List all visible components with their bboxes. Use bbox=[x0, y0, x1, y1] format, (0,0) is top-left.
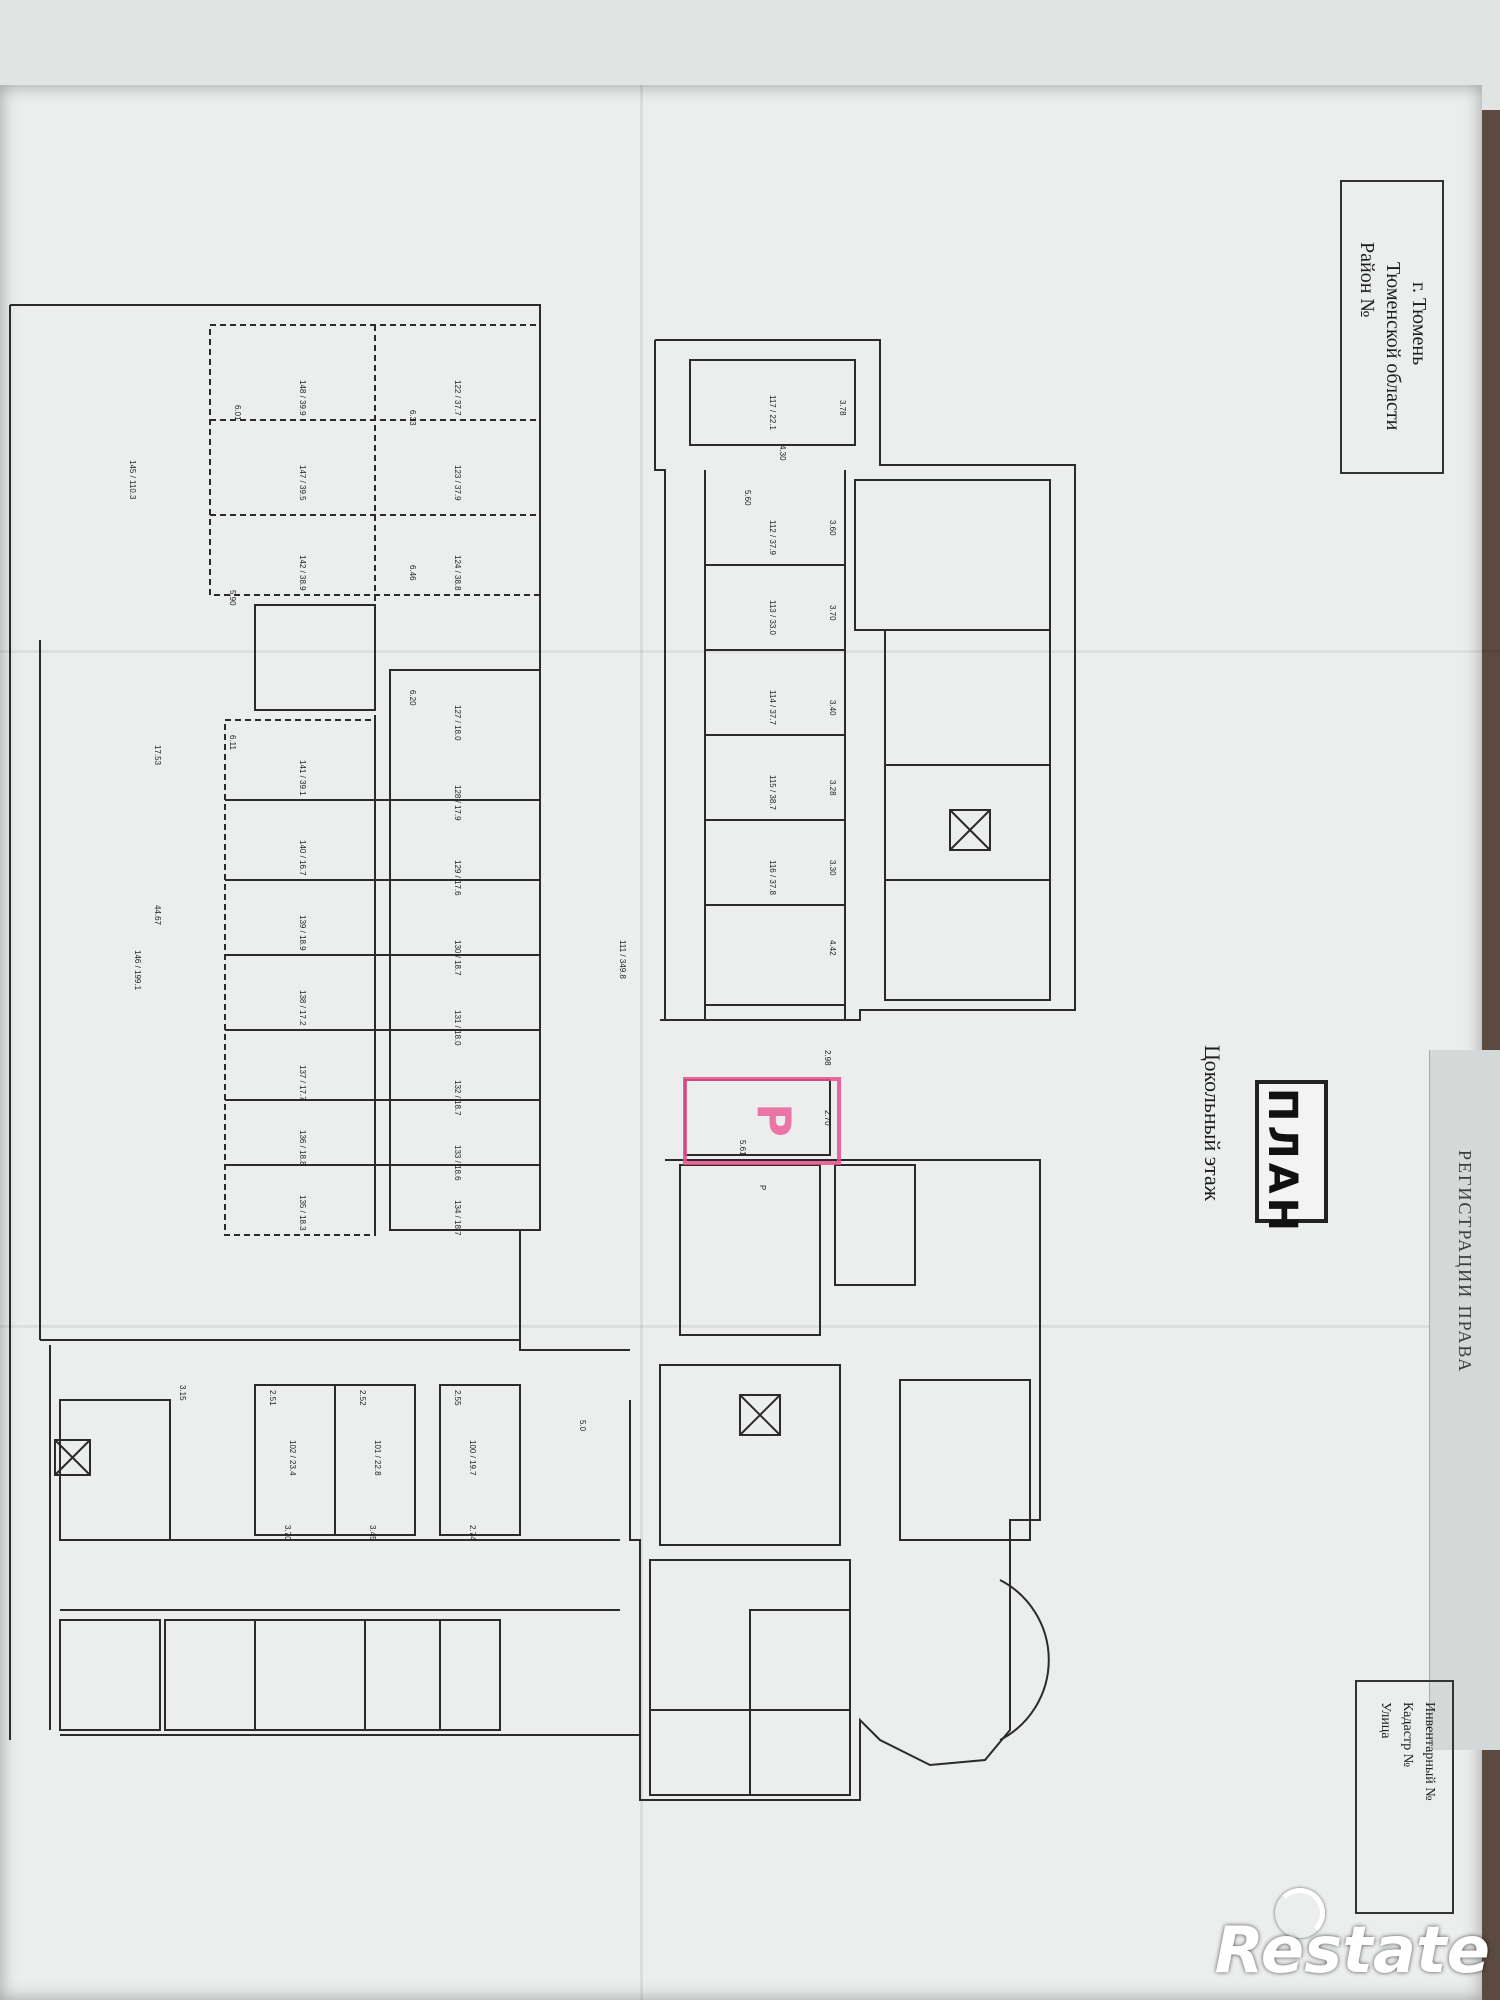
floor-label: Цокольный этаж bbox=[1200, 1045, 1225, 1202]
svg-text:141 / 39.1: 141 / 39.1 bbox=[298, 760, 307, 796]
svg-text:5.90: 5.90 bbox=[228, 590, 237, 606]
svg-text:114 / 37.7: 114 / 37.7 bbox=[768, 690, 777, 726]
svg-text:3.70: 3.70 bbox=[283, 1525, 292, 1541]
svg-text:3.28: 3.28 bbox=[828, 780, 837, 796]
svg-text:6.46: 6.46 bbox=[408, 565, 417, 581]
svg-text:2.98: 2.98 bbox=[823, 1050, 832, 1066]
svg-text:113 / 33.0: 113 / 33.0 bbox=[768, 600, 777, 636]
svg-text:6.01: 6.01 bbox=[233, 405, 242, 421]
svg-text:6.33: 6.33 bbox=[408, 410, 417, 426]
inventory-block: Инвентарный № Кадастр № Улица bbox=[1355, 1680, 1454, 1914]
svg-text:102 / 23.4: 102 / 23.4 bbox=[288, 1440, 297, 1476]
svg-text:17.53: 17.53 bbox=[153, 745, 162, 766]
svg-text:133 / 18.6: 133 / 18.6 bbox=[453, 1145, 462, 1181]
svg-text:138 / 17.2: 138 / 17.2 bbox=[298, 990, 307, 1026]
svg-text:6.20: 6.20 bbox=[408, 690, 417, 706]
svg-text:131 / 18.0: 131 / 18.0 bbox=[453, 1010, 462, 1046]
svg-text:136 / 18.8: 136 / 18.8 bbox=[298, 1130, 307, 1166]
svg-text:Р: Р bbox=[758, 1185, 767, 1190]
district-label: Район № bbox=[1356, 242, 1378, 318]
highlighted-room-marker bbox=[683, 1077, 841, 1165]
svg-text:134 / 18.7: 134 / 18.7 bbox=[453, 1200, 462, 1236]
fold-line bbox=[640, 85, 643, 2000]
svg-text:111 / 349.8: 111 / 349.8 bbox=[618, 940, 627, 979]
svg-text:6.11: 6.11 bbox=[228, 735, 237, 751]
svg-text:112 / 37.9: 112 / 37.9 bbox=[768, 520, 777, 556]
inventory-number-label: Инвентарный № bbox=[1422, 1702, 1437, 1801]
svg-text:130 / 18.7: 130 / 18.7 bbox=[453, 940, 462, 976]
city-label: г. Тюмень bbox=[1408, 282, 1430, 366]
svg-text:5.60: 5.60 bbox=[743, 490, 752, 506]
svg-text:2.74: 2.74 bbox=[468, 1525, 477, 1541]
svg-text:122 / 37.7: 122 / 37.7 bbox=[453, 380, 462, 416]
svg-text:3.60: 3.60 bbox=[828, 520, 837, 536]
restate-watermark: Restate bbox=[1214, 1914, 1490, 1988]
svg-text:3.70: 3.70 bbox=[828, 605, 837, 621]
svg-text:147 / 39.5: 147 / 39.5 bbox=[298, 465, 307, 501]
svg-text:101 / 22.8: 101 / 22.8 bbox=[373, 1440, 382, 1476]
svg-text:148 / 39.9: 148 / 39.9 bbox=[298, 380, 307, 416]
svg-text:132 / 18.7: 132 / 18.7 bbox=[453, 1080, 462, 1116]
svg-text:142 / 38.9: 142 / 38.9 bbox=[298, 555, 307, 591]
svg-text:123 / 37.9: 123 / 37.9 bbox=[453, 465, 462, 501]
svg-text:4.30: 4.30 bbox=[778, 445, 787, 461]
svg-text:137 / 17.7: 137 / 17.7 bbox=[298, 1065, 307, 1101]
region-label: Тюменской области bbox=[1382, 262, 1404, 431]
svg-text:129 / 17.6: 129 / 17.6 bbox=[453, 860, 462, 896]
svg-text:124 / 38.8: 124 / 38.8 bbox=[453, 555, 462, 591]
registration-stamp-paper bbox=[1429, 1050, 1500, 1750]
svg-text:2.70: 2.70 bbox=[823, 1110, 832, 1126]
svg-text:3.30: 3.30 bbox=[828, 860, 837, 876]
title-block: г. Тюмень Тюменской области Район № bbox=[1340, 180, 1444, 474]
svg-text:44.67: 44.67 bbox=[153, 905, 162, 926]
svg-text:3.45: 3.45 bbox=[368, 1525, 377, 1541]
svg-text:3.15: 3.15 bbox=[178, 1385, 187, 1401]
svg-text:5.0: 5.0 bbox=[578, 1420, 587, 1432]
svg-text:2.52: 2.52 bbox=[358, 1390, 367, 1406]
svg-text:127 / 18.0: 127 / 18.0 bbox=[453, 705, 462, 741]
svg-text:5.61: 5.61 bbox=[738, 1140, 747, 1156]
svg-text:2.55: 2.55 bbox=[453, 1390, 462, 1406]
svg-text:128 / 17.9: 128 / 17.9 bbox=[453, 785, 462, 821]
svg-text:100 / 19.7: 100 / 19.7 bbox=[468, 1440, 477, 1476]
plan-sheet bbox=[0, 85, 1482, 2000]
svg-text:135 / 18.3: 135 / 18.3 bbox=[298, 1195, 307, 1231]
plan-title-box bbox=[1255, 1080, 1328, 1223]
watermark-signal-icon bbox=[1275, 1888, 1325, 1938]
fold-line bbox=[0, 1325, 1500, 1328]
svg-text:2.51: 2.51 bbox=[268, 1390, 277, 1406]
svg-text:116 / 37.8: 116 / 37.8 bbox=[768, 860, 777, 896]
svg-text:3.40: 3.40 bbox=[828, 700, 837, 716]
svg-text:140 / 16.7: 140 / 16.7 bbox=[298, 840, 307, 876]
highlighted-room-label: Р bbox=[746, 1103, 801, 1137]
svg-text:139 / 18.9: 139 / 18.9 bbox=[298, 915, 307, 951]
svg-text:146 / 199.1: 146 / 199.1 bbox=[133, 950, 142, 991]
svg-text:4.42: 4.42 bbox=[828, 940, 837, 956]
plan-title: ПЛАН bbox=[1259, 1088, 1305, 1236]
svg-text:115 / 38.7: 115 / 38.7 bbox=[768, 775, 777, 811]
svg-text:145 / 110.3: 145 / 110.3 bbox=[128, 460, 137, 500]
svg-text:3.78: 3.78 bbox=[838, 400, 847, 416]
cadastral-number-label: Кадастр № bbox=[1400, 1702, 1415, 1768]
street-label: Улица bbox=[1378, 1702, 1393, 1739]
svg-text:117 / 22.1: 117 / 22.1 bbox=[768, 395, 777, 431]
fold-line bbox=[0, 650, 1500, 653]
